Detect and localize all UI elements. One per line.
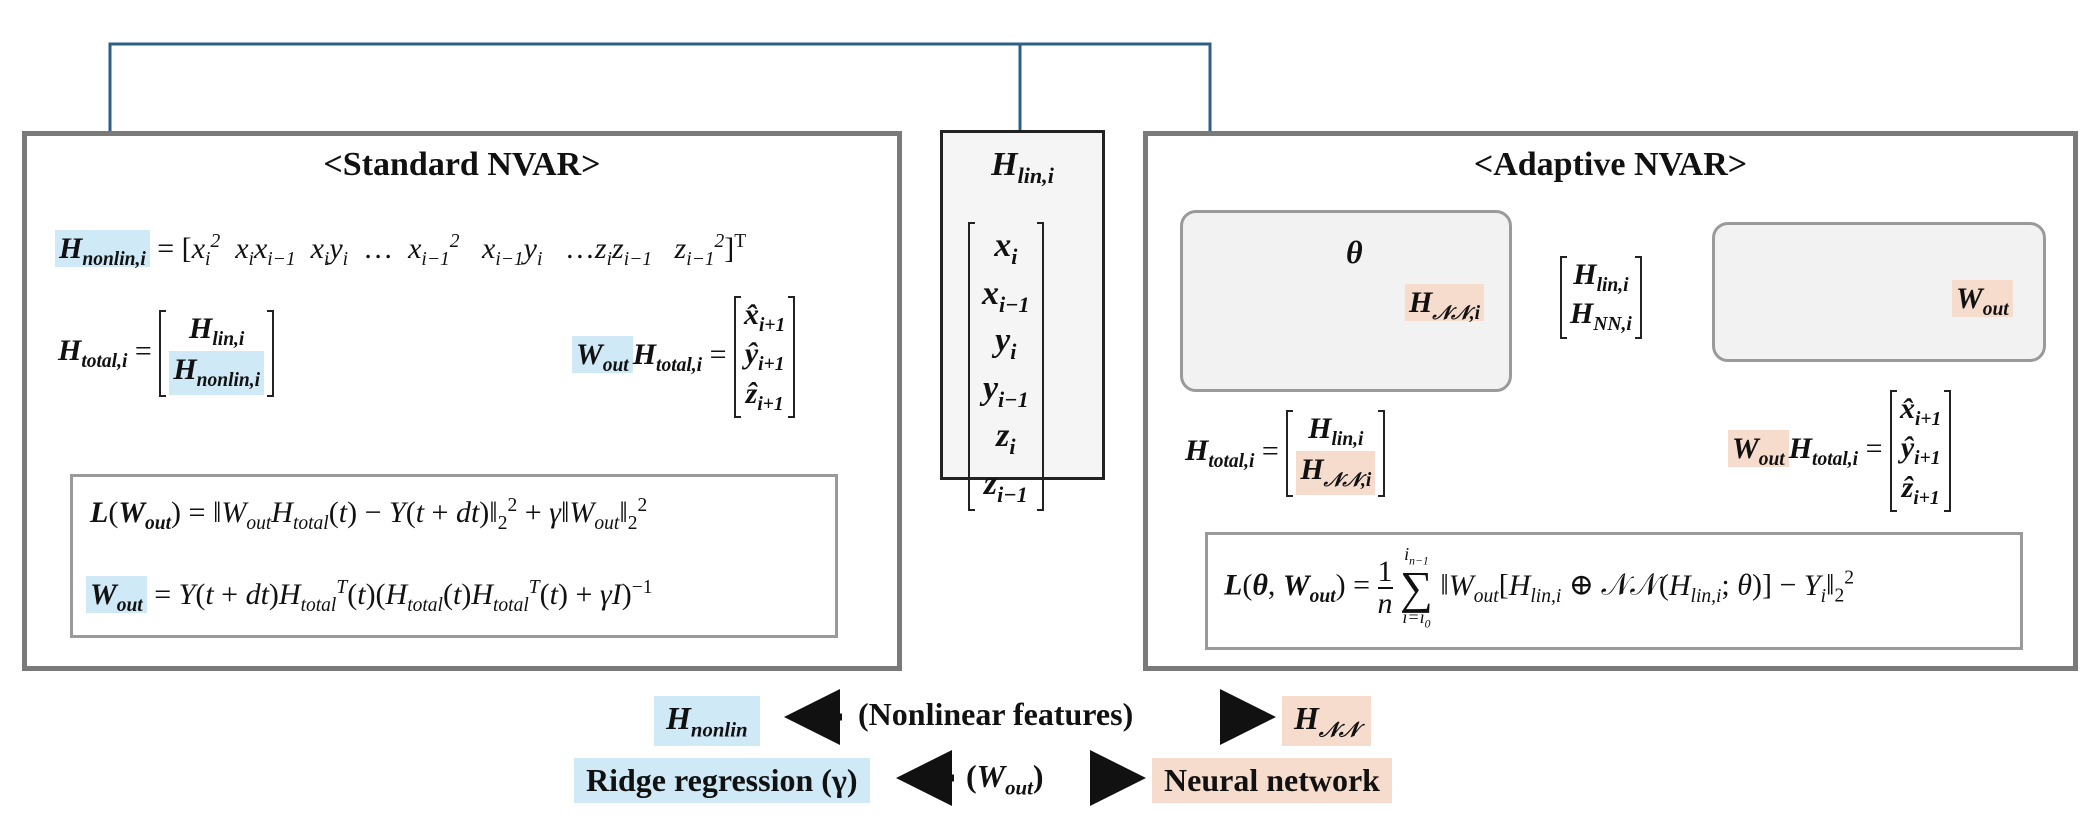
legend-ridge-label: Ridge regression (γ) [574, 758, 870, 803]
legend-hnn-tag: H𝒩𝒩 [1282, 696, 1371, 747]
standard-hnonlin-equation: Hnonlin,i = [xi2 xixi−1 xiyi … xi−12 xi−… [55, 230, 746, 270]
standard-loss-box [70, 474, 838, 638]
theta-label: θ [1346, 234, 1363, 270]
legend-wout: (Wout) [966, 758, 1044, 800]
hnn-output-label: H𝒩𝒩,i [1405, 284, 1484, 324]
legend-nonlinear-features: (Nonlinear features) [858, 696, 1134, 732]
readout-wout-label: Wout [1952, 280, 2013, 320]
legend-nn-label: Neural network [1152, 758, 1392, 803]
standard-wout-equation: Wout = Y(t + dt)HtotalT(t)(Htotal(t)Htot… [86, 576, 652, 616]
legend-ridge-tag: Ridge regression (γ) [574, 758, 870, 803]
standard-nvar-title: <Standard NVAR> [323, 146, 601, 183]
legend-hnonlin-tag: Hnonlin [654, 696, 760, 747]
hlin-box [940, 130, 1105, 480]
hlin-label: Hlin,i [991, 146, 1054, 188]
standard-loss-equation: L(Wout) = ‖WoutHtotal(t) − Y(t + dt)‖22 … [90, 495, 648, 534]
adaptive-loss-box [1205, 532, 2023, 650]
legend-nn-tag: Neural network [1152, 758, 1392, 803]
adaptive-nvar-title: <Adaptive NVAR> [1473, 146, 1748, 183]
